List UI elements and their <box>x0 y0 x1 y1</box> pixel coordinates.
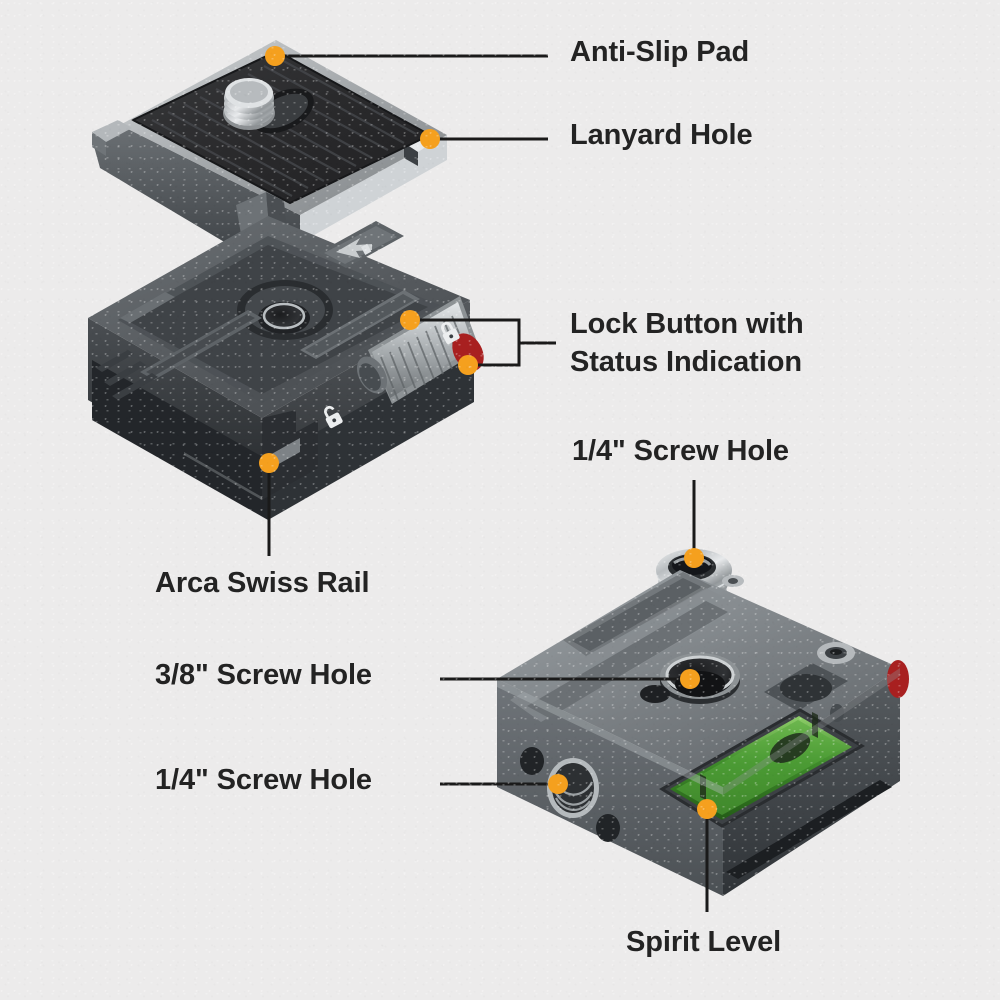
callout-label-lanyard-hole: Lanyard Hole <box>570 119 753 151</box>
callout-label-spirit-level: Spirit Level <box>626 926 782 958</box>
callout-dot-spirit-level <box>697 799 717 819</box>
spirit-level <box>659 708 866 828</box>
callout-label-three-eighth-hole: 3/8" Screw Hole <box>155 659 372 691</box>
part-clamp-body <box>88 216 484 520</box>
lock-closed-icon <box>441 321 460 345</box>
lock-knob <box>356 296 484 404</box>
part-bottom-plate <box>497 549 909 896</box>
slider-arrow-indicator <box>318 221 404 268</box>
callout-dot-lanyard-hole <box>420 129 440 149</box>
callout-dot-lock-button-b <box>458 355 478 375</box>
callout-label-quarter-screw-side: 1/4" Screw Hole <box>155 764 372 796</box>
callout-dots <box>259 46 717 819</box>
status-indicator-red <box>887 660 909 698</box>
callout-label-arca-swiss-rail: Arca Swiss Rail <box>155 567 370 599</box>
callout-label-anti-slip-pad: Anti-Slip Pad <box>570 36 750 68</box>
callout-dot-anti-slip-pad <box>265 46 285 66</box>
callout-dot-lock-button-a <box>400 310 420 330</box>
quarter-inch-side-hole <box>547 758 599 818</box>
callout-dot-quarter-screw-side <box>548 774 568 794</box>
callout-dot-arca-swiss-rail <box>259 453 279 473</box>
callout-dot-three-eighth-hole <box>680 669 700 689</box>
callout-dot-quarter-screw-top <box>684 548 704 568</box>
callout-label-quarter-screw-top: 1/4" Screw Hole <box>572 435 789 467</box>
rib-texture <box>726 780 892 879</box>
leader-lines <box>267 54 709 912</box>
callout-label-lock-button: Lock Button with Status Indication <box>570 308 804 379</box>
lock-open-icon <box>324 405 343 429</box>
